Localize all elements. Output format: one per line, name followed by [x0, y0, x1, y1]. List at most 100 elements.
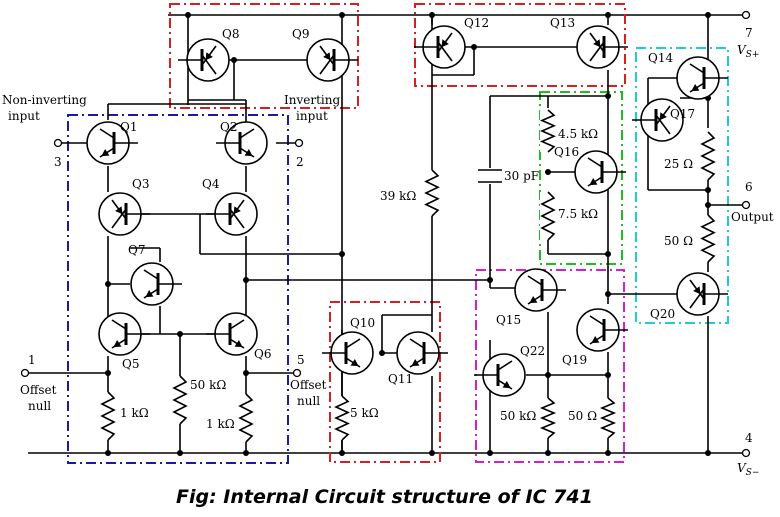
cap-label: 30 pF: [504, 169, 539, 183]
resistor-r17: [700, 131, 716, 181]
label-q7: Q7: [128, 243, 145, 257]
vs-plus-label: VS+: [737, 43, 759, 60]
offset-null-1-line1: Offset: [20, 383, 57, 397]
label-q9: Q9: [292, 27, 309, 41]
offset-null-1-line2: null: [28, 399, 51, 413]
label-q6: Q6: [254, 347, 271, 361]
r17-label: 25 Ω: [664, 157, 693, 171]
r16-top-label: 4.5 kΩ: [558, 127, 598, 141]
resistor-r-q19: [599, 397, 617, 439]
vs-minus-rail: [28, 448, 751, 458]
input-stage-box: [67, 114, 289, 464]
transistor-q15: [514, 268, 566, 312]
resistor-r-q22: [539, 397, 557, 439]
label-q11: Q11: [388, 372, 413, 386]
label-q4: Q4: [202, 177, 220, 191]
r-out-label: 50 Ω: [664, 234, 693, 248]
pin-5-label: 5: [297, 353, 305, 367]
junction-dots: [105, 12, 711, 456]
pin-7-label: 7: [745, 26, 753, 40]
transistor-q22: [474, 353, 526, 397]
current-mirror-box-q8-q9: [169, 3, 359, 109]
transistor-q3: [98, 192, 150, 236]
r-q5-label: 1 kΩ: [120, 406, 149, 420]
label-q15: Q15: [496, 313, 521, 327]
label-q14: Q14: [648, 51, 673, 65]
label-q19: Q19: [562, 353, 587, 367]
current-mirror-box-q12-q13: [414, 3, 626, 87]
offset-null-5-line1: Offset: [290, 378, 327, 392]
transistor-q9: [306, 38, 358, 82]
transistor-q16: [574, 150, 626, 194]
resistor-r16-bot: [540, 191, 556, 241]
label-q5: Q5: [122, 357, 139, 371]
vs-plus-rail: [168, 10, 751, 20]
transistor-q6: [206, 312, 258, 356]
transistor-q20: [676, 272, 728, 316]
capacitor-30pf: [478, 169, 502, 183]
transistor-q17: [632, 98, 684, 142]
transistor-q14: [676, 56, 728, 100]
label-q20: Q20: [650, 307, 675, 321]
transistor-q2: [216, 121, 268, 165]
transistor-q1: [86, 121, 138, 165]
label-q1: Q1: [120, 120, 137, 134]
inverting-label-1: Inverting: [284, 93, 340, 107]
resistor-r16-top: [540, 109, 556, 153]
offset-null-5-line2: null: [297, 394, 320, 408]
resistor-r-mid: [172, 375, 188, 425]
current-source-box-q10-q11: [329, 301, 441, 463]
resistor-r-q6: [238, 393, 254, 443]
transistor-q12: [414, 25, 466, 69]
label-q12: Q12: [464, 16, 489, 30]
transistor-layer: [86, 25, 728, 397]
label-q3: Q3: [132, 177, 149, 191]
resistor-r-out: [700, 214, 716, 263]
transistor-q8: [178, 38, 230, 82]
r-q19-label: 50 Ω: [568, 409, 597, 423]
label-q2: Q2: [220, 120, 237, 134]
transistor-q4: [206, 192, 258, 236]
non-inverting-label-2: input: [8, 109, 40, 123]
pin-3-label: 3: [54, 155, 62, 169]
pin-2-label: 2: [296, 155, 304, 169]
resistor-layer: [100, 109, 716, 443]
transistor-q7: [130, 262, 182, 306]
pin-6-label: 6: [745, 180, 753, 194]
label-q10: Q10: [350, 316, 375, 330]
wiring: [20, 15, 751, 455]
transistor-q11: [396, 331, 448, 375]
resistor-r-q11: [334, 395, 350, 441]
label-q16: Q16: [554, 145, 579, 159]
r16-bot-label: 7.5 kΩ: [558, 207, 598, 221]
inverting-label-2: input: [296, 109, 328, 123]
label-q17: Q17: [670, 107, 695, 121]
label-q22: Q22: [520, 344, 545, 358]
output-protection-box: [475, 269, 625, 463]
resistor-r-bias: [424, 169, 440, 217]
labels: Non-inverting input 3 Inverting input 2 …: [2, 26, 774, 478]
output-label: Output: [731, 210, 774, 224]
label-q8: Q8: [222, 27, 239, 41]
r-bias-label: 39 kΩ: [380, 189, 416, 203]
vbe-multiplier-box: [539, 91, 623, 265]
r-q6-label: 1 kΩ: [206, 417, 235, 431]
transistor-q19: [576, 308, 628, 352]
r-q11-label: 5 kΩ: [350, 406, 379, 420]
output-stage-box: [635, 47, 729, 324]
transistor-q10: [322, 331, 374, 375]
transistor-q13: [576, 25, 628, 69]
transistor-q5: [98, 312, 150, 356]
vs-minus-label: VS−: [737, 461, 759, 478]
r-q22-label: 50 kΩ: [500, 409, 536, 423]
pin-1-label: 1: [28, 353, 36, 367]
label-q13: Q13: [550, 16, 575, 30]
figure-caption: Fig: Internal Circuit structure of IC 74…: [176, 486, 593, 508]
r-mid-label: 50 kΩ: [190, 378, 226, 392]
pin-4-label: 4: [745, 431, 753, 445]
non-inverting-label-1: Non-inverting: [2, 93, 87, 107]
resistor-r-q5: [100, 391, 116, 441]
